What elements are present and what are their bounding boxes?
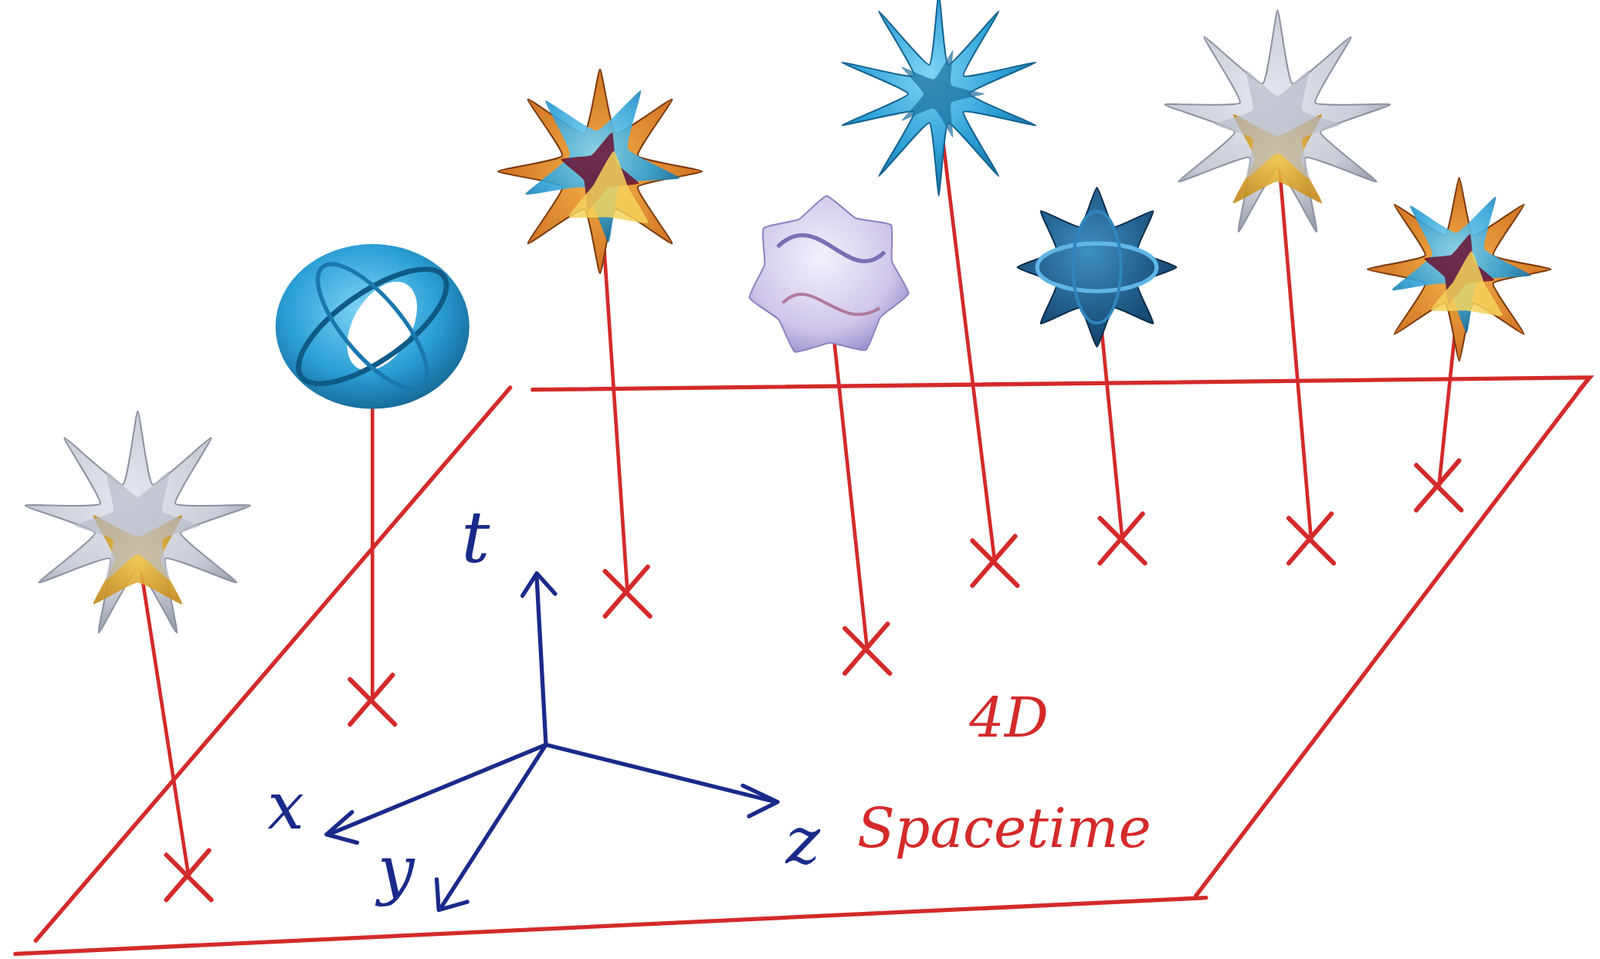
event-mark [605,566,651,617]
manifold-surface [1392,196,1532,334]
plane-edge [35,387,510,941]
manifold-surface [525,90,680,243]
plane-edge [532,377,1590,390]
manifold-fold [1037,243,1157,292]
calabi-yau-figure [1165,10,1391,232]
manifold-surface [1016,187,1177,347]
x-axis [328,745,546,835]
manifold-surface [1367,177,1552,362]
event-mark [166,850,211,900]
calabi-yau-figure [498,69,702,274]
calabi-yau-figure [25,410,251,633]
manifold-surface [749,196,909,353]
event-mark [1100,513,1146,563]
manifold-surface [1430,250,1503,316]
drop-line [1279,164,1312,541]
manifold-surface [841,0,1036,197]
manifold-fold [901,50,986,138]
drop-line [830,305,868,651]
manifold-surface [74,471,201,580]
manifolds [25,0,1552,900]
axis-head [437,879,468,911]
z-axis [545,745,776,803]
manifold-hole [332,269,432,383]
manifold-fold [281,248,465,405]
manifold-fold [777,235,885,262]
spacetime-plane [15,377,1590,955]
axis-label: t [461,501,490,574]
drop-line [370,360,375,702]
axes [326,573,778,911]
axis-label: y [377,837,415,903]
event-mark [1288,513,1334,563]
axis-label: z [786,808,821,875]
event-mark [844,623,890,674]
plane-edge [15,898,1207,955]
calabi-yau-figure [275,244,470,409]
event-mark [972,535,1017,586]
manifold-surface [1165,10,1391,232]
manifold-surface [569,151,649,224]
axis-head [742,785,778,817]
event-mark [349,674,395,725]
t-axis [536,577,546,746]
event-mark [1416,461,1462,511]
y-axis [440,745,546,909]
manifold-surface [275,244,470,409]
drop-line [601,206,628,594]
calabi-yau-figure [841,0,1036,197]
manifold-surface [25,410,251,633]
axis-head [326,812,358,844]
manifold-fold [300,248,445,405]
drop-line [941,129,995,564]
axis-head [522,573,556,597]
calabi-yau-figure [1367,177,1552,362]
manifold-surface [1214,70,1341,180]
manifold-fold [783,294,881,315]
plane-label: 4D Spacetime [857,663,1194,884]
manifold-surface [498,69,702,274]
axis-label: x [267,773,305,840]
calabi-yau-figure [749,196,909,353]
calabi-yau-figure [1016,187,1177,347]
plane-edge [1196,379,1588,897]
manifold-fold [1073,211,1122,323]
